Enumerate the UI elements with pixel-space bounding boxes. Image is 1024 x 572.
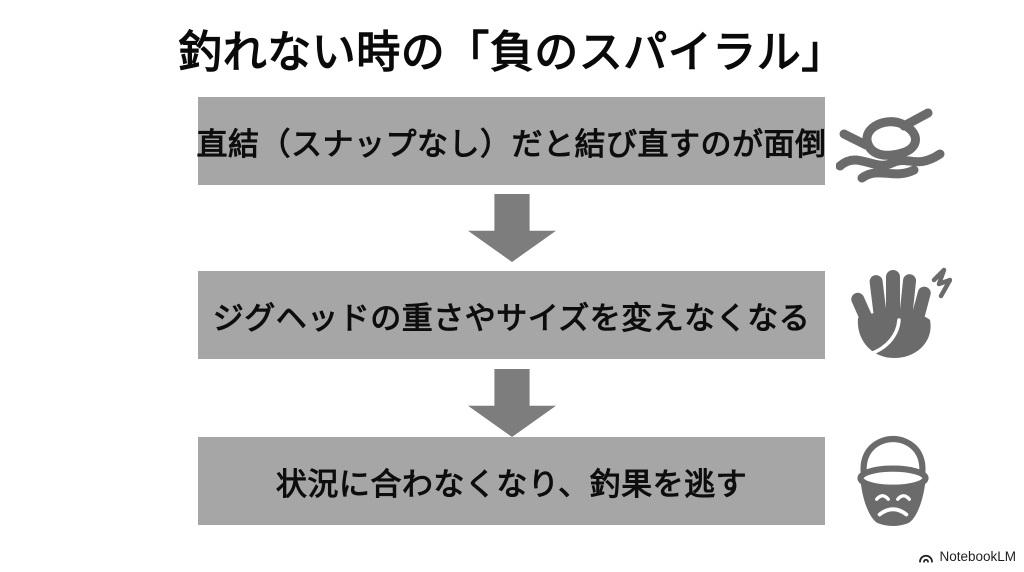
sad-bucket-icon [850, 432, 936, 532]
flow-step-label-3: 状況に合わなくなり、釣果を逃す [275, 466, 748, 502]
flow-step-label-1: 直結（スナップなし）だと結び直すのが面倒 [196, 126, 827, 162]
flow-step-label-2: ジグヘッドの重さやサイズを変えなくなる [212, 300, 811, 336]
stop-hand-icon [842, 264, 952, 364]
down-arrow-icon [468, 369, 556, 437]
knot-icon [836, 104, 948, 184]
notebooklm-logo-icon [918, 550, 934, 564]
flow-step-box-3: 状況に合わなくなり、釣果を逃す [198, 437, 825, 525]
slide-title: 釣れない時の「負のスパイラル」 [178, 28, 846, 77]
down-arrow-icon [468, 194, 556, 262]
flow-step-box-2: ジグヘッドの重さやサイズを変えなくなる [198, 271, 825, 359]
watermark: NotebookLM [918, 549, 1016, 564]
flow-step-box-1: 直結（スナップなし）だと結び直すのが面倒 [196, 97, 827, 185]
watermark-brand-text: NotebookLM [939, 549, 1016, 564]
